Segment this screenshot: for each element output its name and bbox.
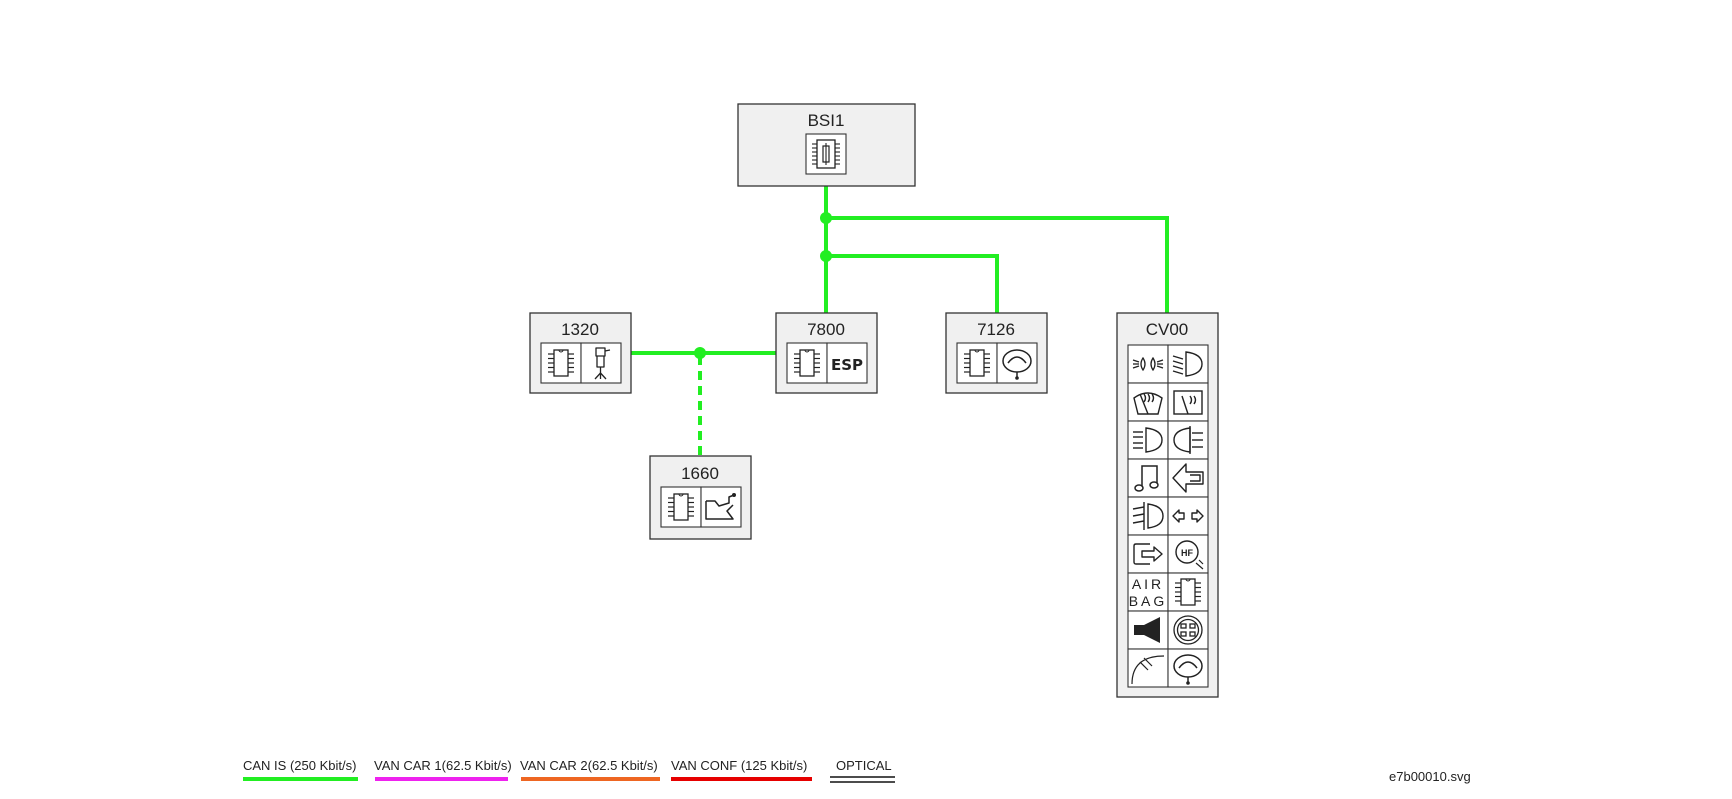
- legend-label: VAN CONF (125 Kbit/s): [671, 758, 807, 773]
- module-1320[interactable]: 1320: [529, 312, 632, 394]
- airbag-icon: AIR BAG: [1129, 576, 1168, 609]
- legend-item-optical: OPTICAL: [830, 758, 895, 783]
- legend-item-van-car-2: VAN CAR 2(62.5 Kbit/s): [520, 758, 660, 781]
- module-label: BSI1: [808, 111, 845, 130]
- cv00-icon-grid: HF AIR BAG: [1127, 344, 1209, 688]
- module-label: 7126: [977, 320, 1015, 339]
- module-cv00[interactable]: CV00: [1116, 312, 1219, 698]
- legend-item-can-is: CAN IS (250 Kbit/s): [243, 758, 358, 781]
- bus-junction: [820, 212, 832, 224]
- legend-item-van-conf: VAN CONF (125 Kbit/s): [671, 758, 812, 781]
- bus-segment-7126: [826, 254, 999, 313]
- file-name: e7b00010.svg: [1389, 769, 1471, 784]
- legend-label: CAN IS (250 Kbit/s): [243, 758, 356, 773]
- ecu-chip-icon: [547, 349, 575, 377]
- legend-label: VAN CAR 2(62.5 Kbit/s): [520, 758, 658, 773]
- can-is-bus: [631, 186, 1169, 456]
- ecu-chip-icon: [793, 349, 821, 377]
- bus-segment-cv00: [826, 216, 1169, 313]
- ecu-chip-icon: [963, 349, 991, 377]
- module-1660[interactable]: 1660: [649, 455, 752, 540]
- module-label: CV00: [1146, 320, 1189, 339]
- ecu-chip-icon: [1174, 578, 1202, 606]
- esp-icon: ESP: [831, 356, 863, 374]
- svg-text:HF: HF: [1181, 548, 1193, 558]
- bus-junction: [820, 250, 832, 262]
- ecu-chip-icon: [667, 493, 695, 521]
- svg-text:BAG: BAG: [1129, 593, 1168, 609]
- hands-free-icon: HF: [1175, 540, 1204, 570]
- module-label: 7800: [807, 320, 845, 339]
- legend-item-van-car-1: VAN CAR 1(62.5 Kbit/s): [374, 758, 512, 781]
- module-bsi1[interactable]: BSI1: [737, 103, 916, 187]
- legend-label: OPTICAL: [836, 758, 892, 773]
- module-7800[interactable]: 7800 ESP: [775, 312, 878, 394]
- legend: CAN IS (250 Kbit/s) VAN CAR 1(62.5 Kbit/…: [243, 758, 895, 783]
- module-label: 1320: [561, 320, 599, 339]
- legend-label: VAN CAR 1(62.5 Kbit/s): [374, 758, 512, 773]
- bus-junction: [694, 347, 706, 359]
- module-7126[interactable]: 7126: [945, 312, 1048, 394]
- module-label: 1660: [681, 464, 719, 483]
- svg-text:AIR: AIR: [1132, 576, 1164, 592]
